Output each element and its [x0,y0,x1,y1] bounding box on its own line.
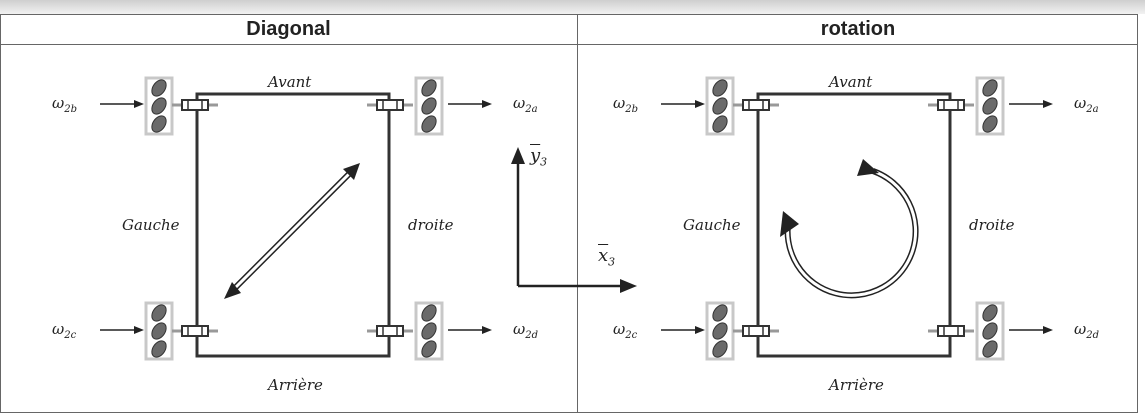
axle-rear-left [733,325,779,337]
wheel-front-right [414,76,444,136]
axle-rear-right [928,325,974,337]
roller [151,340,167,358]
axle-front-left [172,99,218,111]
roller [151,79,167,97]
header-diagonal: Diagonal [246,18,331,40]
wheel-rear-left [144,301,174,361]
label-front: Avant [268,73,312,91]
roller [712,322,728,340]
omega-2a: ω2a [1074,94,1099,115]
header-rotation: rotation [820,18,896,40]
omega-2c: ω2c [52,320,77,341]
wheel-rear-right [975,301,1005,361]
roller [151,115,167,133]
roller [982,115,998,133]
wheel-rear-right [414,301,444,361]
label-left: Gauche [122,216,180,234]
roller [982,79,998,97]
panel-rotation: Avant Arrière Gauche droite ω2b ω2a ω2c … [561,45,1138,405]
rotation-robot-drawing [661,76,1053,361]
label-left: Gauche [683,216,741,234]
roller [421,304,437,322]
omega-2d: ω2d [1074,320,1099,341]
x3-axis-label: x3 [598,245,616,269]
panel-diagonal: Avant Arrière Gauche droite ω2b ω2a ω2c … [0,45,577,405]
roller [712,79,728,97]
label-rear: Arrière [268,376,323,394]
label-rear: Arrière [829,376,884,394]
roller [712,304,728,322]
output-arrow-2a [448,100,492,108]
axle-front-right [928,99,974,111]
wheel-rear-left [705,301,735,361]
wheel-front-left [144,76,174,136]
roller [151,304,167,322]
roller [712,340,728,358]
rotation-arrow-icon [780,159,919,299]
axle-rear-left [172,325,218,337]
roller [151,97,167,115]
omega-2b: ω2b [613,94,638,115]
input-arrow-2b [100,100,144,108]
roller [421,115,437,133]
label-front: Avant [829,73,873,91]
axle-rear-right [367,325,413,337]
label-right: droite [969,216,1015,234]
robot-chassis [195,92,391,358]
wheel-front-left [705,76,735,136]
column-divider [577,14,578,413]
label-right: droite [408,216,454,234]
robot-chassis [756,92,952,358]
diagonal-robot-drawing [100,76,492,361]
roller [982,304,998,322]
roller [421,79,437,97]
wheel-front-right [975,76,1005,136]
roller [982,97,998,115]
input-arrow-2b [661,100,705,108]
diagonal-double-arrow-icon [224,163,360,299]
omega-2c: ω2c [613,320,638,341]
output-arrow-2d [1009,326,1053,334]
axle-front-left [733,99,779,111]
roller [712,97,728,115]
output-arrow-2d [448,326,492,334]
omega-2a: ω2a [513,94,538,115]
roller [982,340,998,358]
header-row-divider [0,44,1138,45]
input-arrow-2c [661,326,705,334]
omega-2b: ω2b [52,94,77,115]
input-arrow-2c [100,326,144,334]
roller [982,322,998,340]
axle-front-right [367,99,413,111]
omega-2d: ω2d [513,320,538,341]
roller [151,322,167,340]
roller [421,340,437,358]
roller [421,97,437,115]
output-arrow-2a [1009,100,1053,108]
y3-axis-label: y3 [530,145,548,169]
scan-top-edge [0,0,1145,14]
roller [421,322,437,340]
roller [712,115,728,133]
